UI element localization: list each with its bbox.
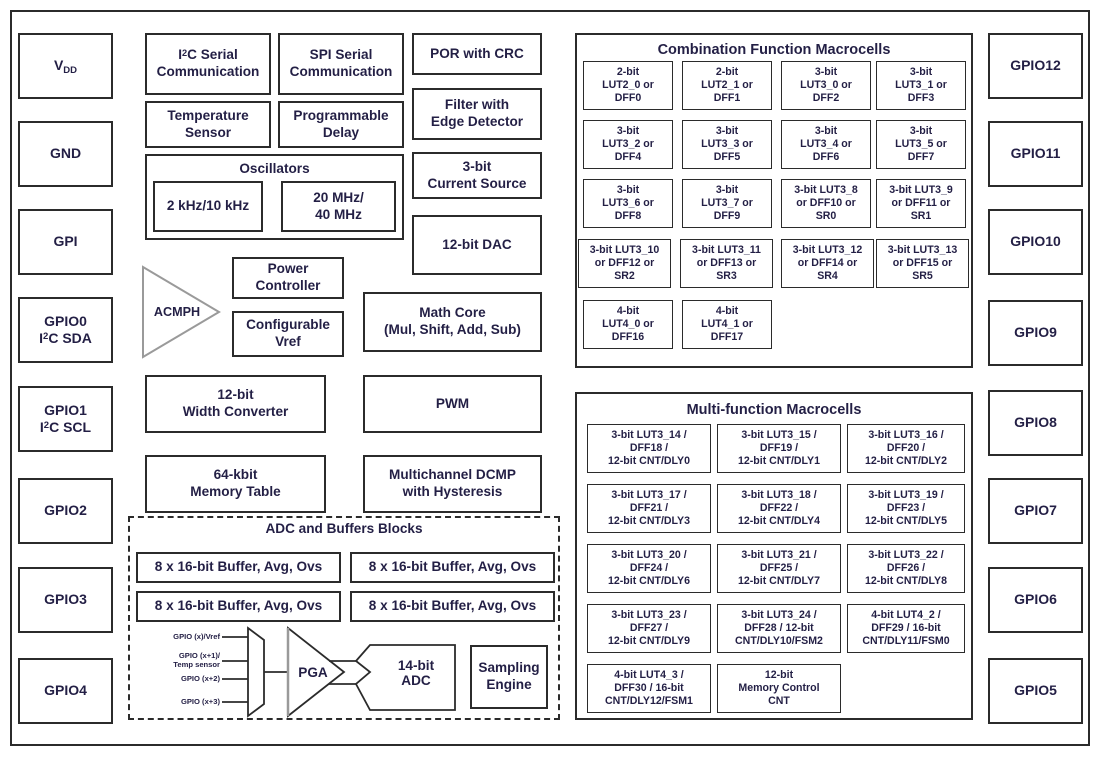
block-dac[interactable]: 12-bit DAC [412,215,542,275]
acmph-label: ACMPH [153,305,201,319]
macrocell-multi-6[interactable]: 3-bit LUT3_20 / DFF24 / 12-bit CNT/DLY6 [587,544,711,593]
pin-gpio4[interactable]: GPIO4 [18,658,113,724]
pin-gpio0-func: I2C SDA [39,330,92,346]
pin-gpio9[interactable]: GPIO9 [988,300,1083,366]
buffer-block-1[interactable]: 8 x 16-bit Buffer, Avg, Ovs [136,552,341,583]
macrocell-comb-9[interactable]: 3-bit LUT3_7 or DFF9 [682,179,772,228]
block-configurable-vref[interactable]: Configurable Vref [232,311,344,357]
pin-vdd-label: VDD [53,57,78,77]
macrocell-multi-9[interactable]: 3-bit LUT3_23 / DFF27 / 12-bit CNT/DLY9 [587,604,711,653]
macrocell-comb-11[interactable]: 3-bit LUT3_9 or DFF11 or SR1 [876,179,966,228]
macrocell-comb-13[interactable]: 3-bit LUT3_11 or DFF13 or SR3 [680,239,773,288]
macrocell-multi-0[interactable]: 3-bit LUT3_14 / DFF18 / 12-bit CNT/DLY0 [587,424,711,473]
pin-gpio12[interactable]: GPIO12 [988,33,1083,99]
oscillators-title: Oscillators [239,161,310,176]
pin-gpio7[interactable]: GPIO7 [988,478,1083,544]
macrocell-comb-2[interactable]: 3-bit LUT3_0 or DFF2 [781,61,871,110]
pin-gpio8[interactable]: GPIO8 [988,390,1083,456]
macrocell-multi-7[interactable]: 3-bit LUT3_21 / DFF25 / 12-bit CNT/DLY7 [717,544,841,593]
pin-gpio1-func: I2C SCL [39,419,92,435]
pin-vdd[interactable]: VDD [18,33,113,99]
pin-gpio10[interactable]: GPIO10 [988,209,1083,275]
mux-input-label-2: GPIO (x+1)/ Temp sensor [173,651,220,669]
pin-gpio1[interactable]: GPIO1 I2C SCL [18,386,113,452]
block-current-source[interactable]: 3-bit Current Source [412,152,542,199]
pin-gpio11[interactable]: GPIO11 [988,121,1083,187]
macrocell-comb-12[interactable]: 3-bit LUT3_10 or DFF12 or SR2 [578,239,671,288]
pin-gpi[interactable]: GPI [18,209,113,275]
macrocell-multi-3[interactable]: 3-bit LUT3_17 / DFF21 / 12-bit CNT/DLY3 [587,484,711,533]
block-osc-2khz-10khz[interactable]: 2 kHz/10 kHz [153,181,263,232]
block-multichannel-dcmp[interactable]: Multichannel DCMP with Hysteresis [363,455,542,513]
block-sampling-engine[interactable]: Sampling Engine [470,645,548,709]
multifunction-macrocells-title: Multi-function Macrocells [686,402,862,418]
macrocell-comb-14[interactable]: 3-bit LUT3_12 or DFF14 or SR4 [781,239,874,288]
macrocell-comb-5[interactable]: 3-bit LUT3_3 or DFF5 [682,120,772,169]
block-pwm[interactable]: PWM [363,375,542,433]
block-memory-table[interactable]: 64-kbit Memory Table [145,455,326,513]
adc-and-buffers-title: ADC and Buffers Blocks [265,521,423,536]
macrocell-comb-0[interactable]: 2-bit LUT2_0 or DFF0 [583,61,673,110]
pin-gpio0-label: GPIO0 [44,312,87,329]
pin-gpio6[interactable]: GPIO6 [988,567,1083,633]
pin-gpio0[interactable]: GPIO0 I2C SDA [18,297,113,363]
block-osc-20mhz-40mhz[interactable]: 20 MHz/ 40 MHz [281,181,396,232]
macrocell-comb-4[interactable]: 3-bit LUT3_2 or DFF4 [583,120,673,169]
macrocell-multi-8[interactable]: 3-bit LUT3_22 / DFF26 / 12-bit CNT/DLY8 [847,544,965,593]
pin-gpio1-label: GPIO1 [44,401,87,418]
block-filter-edge-detector[interactable]: Filter with Edge Detector [412,88,542,140]
combination-macrocells-title: Combination Function Macrocells [657,42,891,58]
pin-gpio2[interactable]: GPIO2 [18,478,113,544]
macrocell-comb-15[interactable]: 3-bit LUT3_13 or DFF15 or SR5 [876,239,969,288]
block-width-converter[interactable]: 12-bit Width Converter [145,375,326,433]
buffer-block-4[interactable]: 8 x 16-bit Buffer, Avg, Ovs [350,591,555,622]
chip-outline [10,10,1090,746]
macrocell-comb-6[interactable]: 3-bit LUT3_4 or DFF6 [781,120,871,169]
mux-input-label-3: GPIO (x+2) [180,674,220,683]
macrocell-multi-12[interactable]: 4-bit LUT4_3 / DFF30 / 16-bit CNT/DLY12/… [587,664,711,713]
pga-label: PGA [298,664,328,680]
macrocell-multi-10[interactable]: 3-bit LUT3_24 / DFF28 / 12-bit CNT/DLY10… [717,604,841,653]
buffer-block-2[interactable]: 8 x 16-bit Buffer, Avg, Ovs [350,552,555,583]
i2c-serial-line1: I2C Serial [178,47,238,63]
macrocell-multi-1[interactable]: 3-bit LUT3_15 / DFF19 / 12-bit CNT/DLY1 [717,424,841,473]
macrocell-comb-17[interactable]: 4-bit LUT4_1 or DFF17 [682,300,772,349]
block-temperature-sensor[interactable]: Temperature Sensor [145,101,271,148]
macrocell-comb-7[interactable]: 3-bit LUT3_5 or DFF7 [876,120,966,169]
macrocell-comb-1[interactable]: 2-bit LUT2_1 or DFF1 [682,61,772,110]
block-math-core[interactable]: Math Core (Mul, Shift, Add, Sub) [363,292,542,352]
macrocell-multi-4[interactable]: 3-bit LUT3_18 / DFF22 / 12-bit CNT/DLY4 [717,484,841,533]
block-por-with-crc[interactable]: POR with CRC [412,33,542,75]
macrocell-multi-11[interactable]: 4-bit LUT4_2 / DFF29 / 16-bit CNT/DLY11/… [847,604,965,653]
pin-gpio3[interactable]: GPIO3 [18,567,113,633]
macrocell-comb-10[interactable]: 3-bit LUT3_8 or DFF10 or SR0 [781,179,871,228]
buffer-block-3[interactable]: 8 x 16-bit Buffer, Avg, Ovs [136,591,341,622]
block-programmable-delay[interactable]: Programmable Delay [278,101,404,148]
macrocell-comb-3[interactable]: 3-bit LUT3_1 or DFF3 [876,61,966,110]
macrocell-multi-2[interactable]: 3-bit LUT3_16 / DFF20 / 12-bit CNT/DLY2 [847,424,965,473]
macrocell-comb-16[interactable]: 4-bit LUT4_0 or DFF16 [583,300,673,349]
adc-label: 14-bit ADC [397,658,435,688]
pin-gpio5[interactable]: GPIO5 [988,658,1083,724]
mux-input-label-1: GPIO (x)/Vref [173,632,220,641]
block-spi-serial[interactable]: SPI Serial Communication [278,33,404,95]
block-i2c-serial[interactable]: I2C Serial Communication [145,33,271,95]
block-power-controller[interactable]: Power Controller [232,257,344,299]
i2c-serial-line2: Communication [156,64,260,79]
macrocell-multi-5[interactable]: 3-bit LUT3_19 / DFF23 / 12-bit CNT/DLY5 [847,484,965,533]
pin-gnd[interactable]: GND [18,121,113,187]
mux-input-label-4: GPIO (x+3) [180,697,220,706]
macrocell-multi-13[interactable]: 12-bit Memory Control CNT [717,664,841,713]
macrocell-comb-8[interactable]: 3-bit LUT3_6 or DFF8 [583,179,673,228]
